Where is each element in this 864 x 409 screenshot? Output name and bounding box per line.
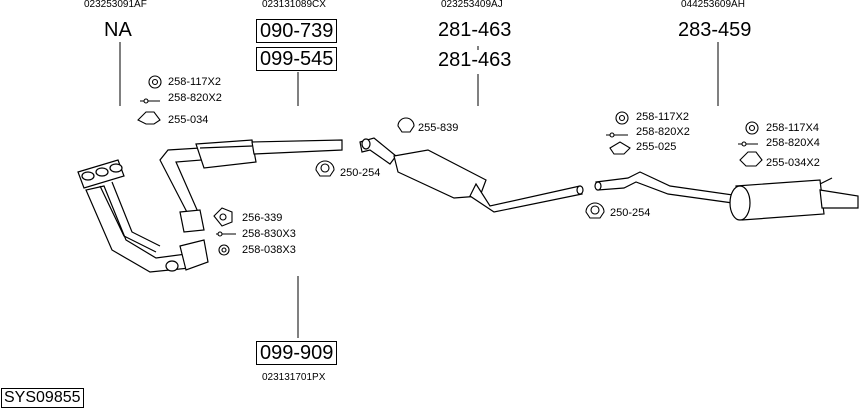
manifold-downpipe [77,159,209,273]
part-code: 283-459 [678,19,752,41]
accessory-label: 250-254 [340,167,381,179]
accessory-label: 258-117X2 [168,76,222,88]
front-pipe [159,147,205,233]
accessory-label: 258-117X4 [766,122,820,134]
accessory-label: 258-820X2 [636,126,690,138]
accessory-label: 250-254 [610,207,651,219]
accessory-label: 255-034 [168,114,209,126]
rear-silencer [594,171,859,221]
oem-number: 023131089CX [262,0,326,10]
part-code: NA [104,19,132,41]
catalyst [195,139,343,169]
accessory-label: 258-820X2 [168,92,222,104]
accessory-label: 258-820X4 [766,137,820,149]
oem-number: 023253091AF [84,0,147,10]
oem-number: 023253409AJ [441,0,503,10]
accessory-label: 258-117X2 [636,111,690,123]
part-code-boxed: 090-739 [256,19,338,43]
part-code-boxed: 099-909 [256,341,338,365]
accessory-label: 258-830X3 [242,228,296,240]
oem-number: 023131701PX [262,372,326,383]
oem-number: 044253609AH [681,0,745,10]
accessory-label: 255-025 [636,141,677,153]
accessory-label: 255-839 [418,122,459,134]
fittings [137,75,763,256]
accessory-label: 258-038X3 [242,244,296,256]
system-code: SYS09855 [1,388,84,408]
part-code: 281-463 [438,49,512,71]
middle-silencer [359,137,584,213]
accessory-label: 256-339 [242,212,283,224]
part-code: 281-463 [438,19,512,41]
part-code-boxed: 099-545 [256,47,338,71]
accessory-label: 255-034X2 [766,157,820,169]
